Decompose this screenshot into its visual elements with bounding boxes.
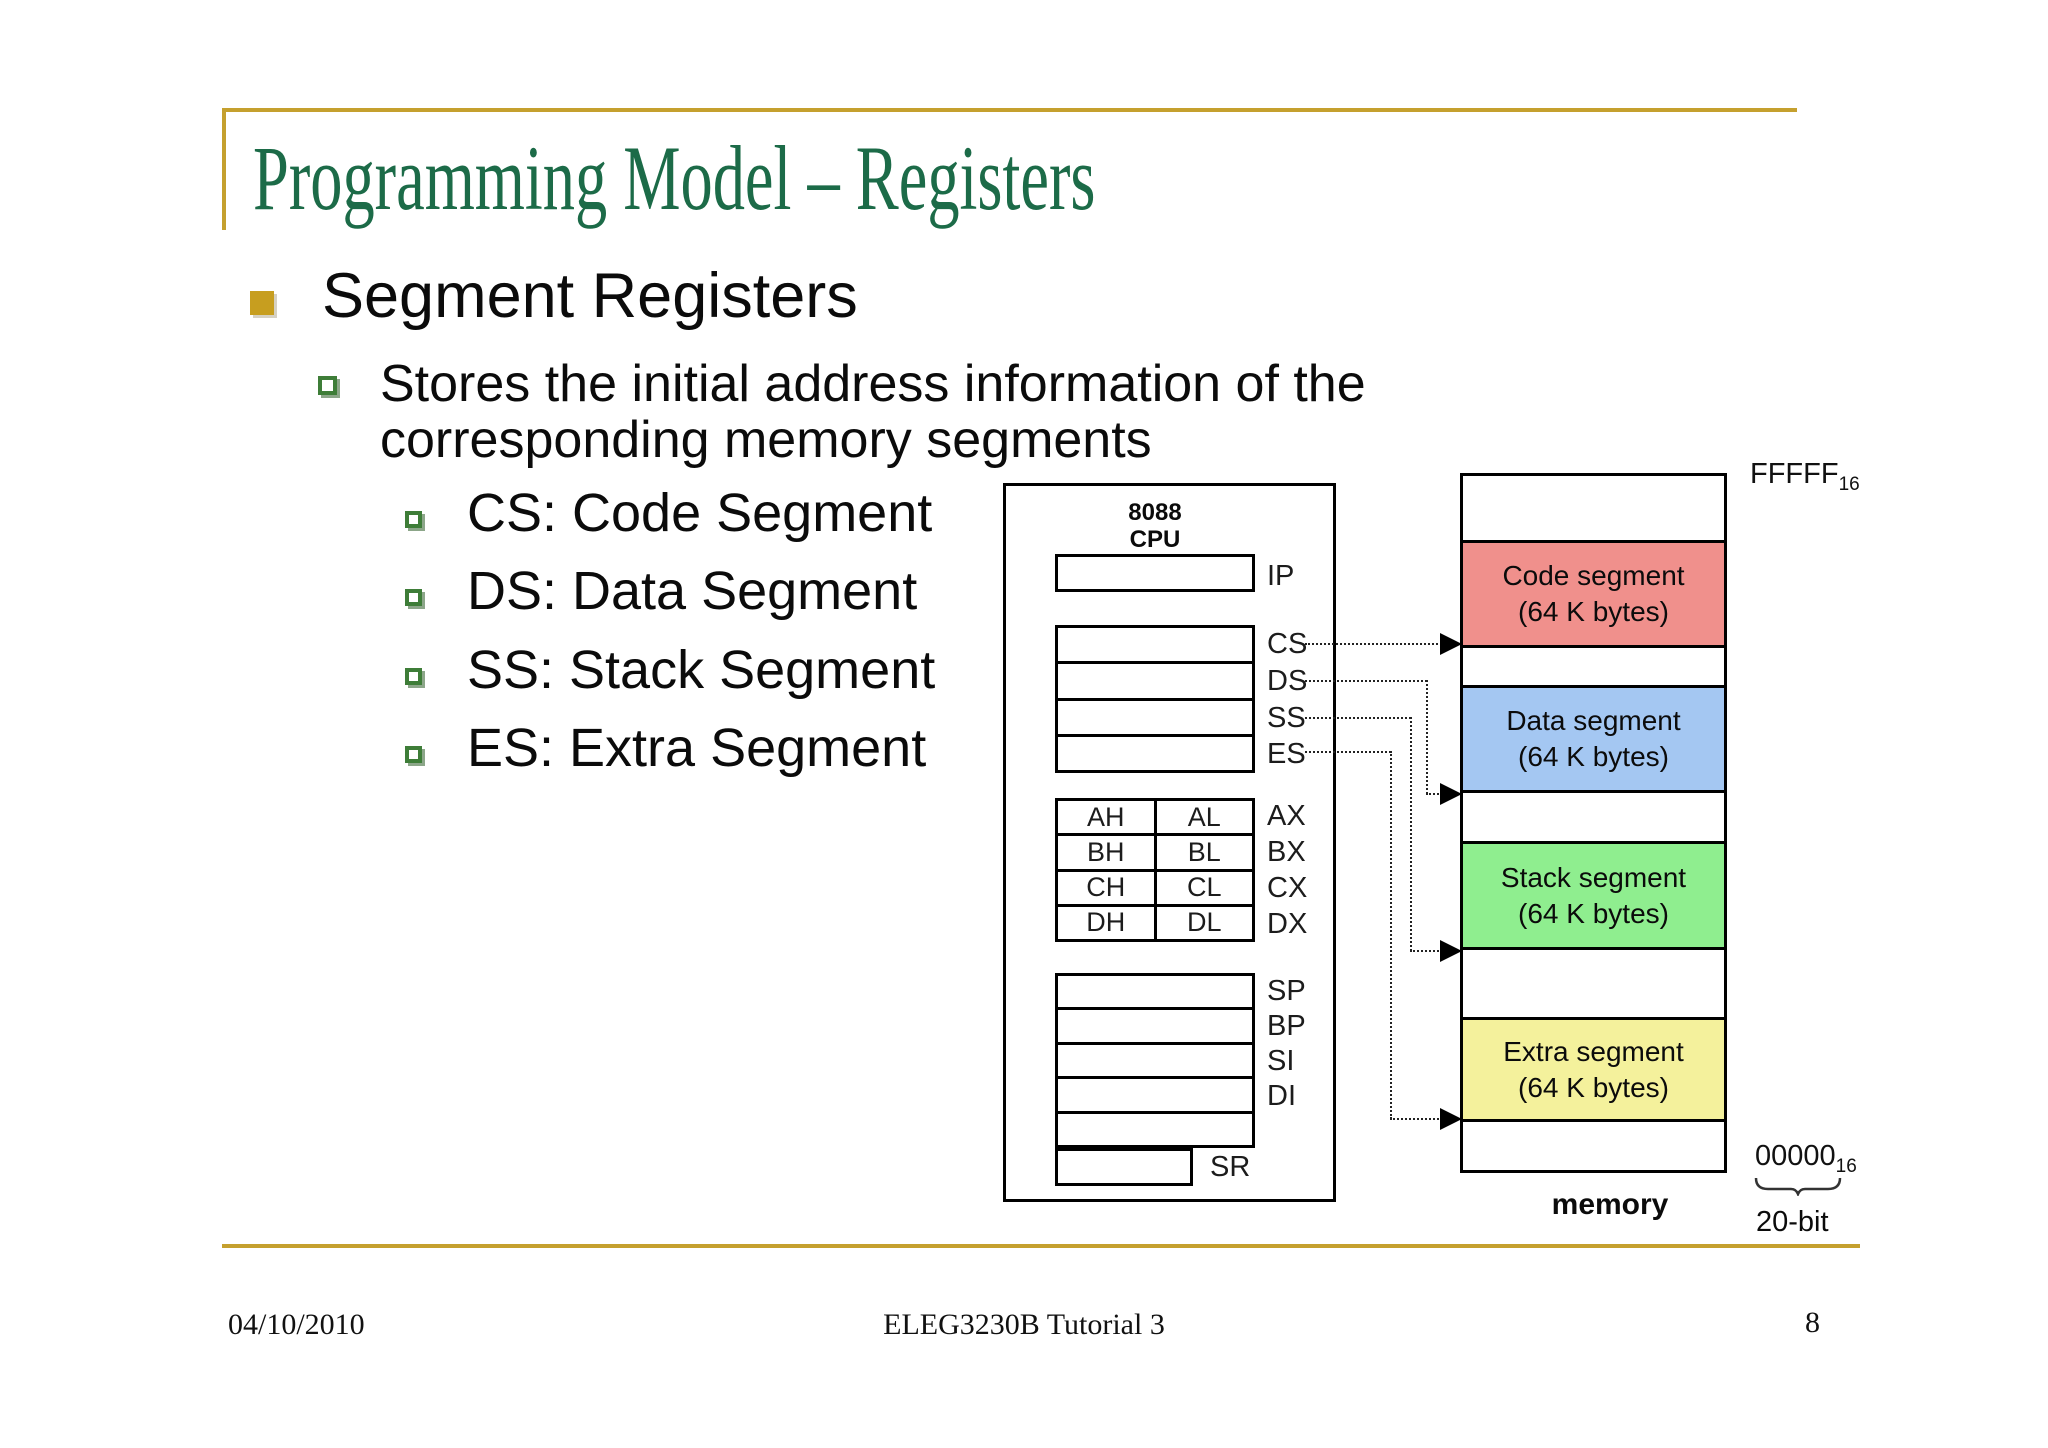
es-connector-line-end [1390, 1118, 1442, 1120]
ss-arrowhead-icon [1440, 940, 1462, 962]
es-connector-line [1305, 751, 1391, 753]
es-connector-line-vertical [1390, 751, 1392, 1119]
ds-arrowhead-icon [1440, 783, 1462, 805]
bx-label: BX [1267, 836, 1306, 868]
data-segment-name: Data segment [1506, 705, 1681, 736]
cs-arrowhead-icon [1440, 633, 1462, 655]
ds-connector-line-end [1426, 793, 1442, 795]
code-segment-size: (64 K bytes) [1518, 596, 1669, 627]
top-address-value: FFFFF [1750, 458, 1839, 490]
stack-segment-size: (64 K bytes) [1518, 897, 1669, 929]
data-segment-size: (64 K bytes) [1518, 741, 1669, 772]
al-cell: AL [1187, 801, 1221, 832]
bullet-square-green [405, 589, 422, 606]
cx-label: CX [1267, 872, 1308, 904]
footer-date: 04/10/2010 [228, 1308, 365, 1341]
sub-bullet-ss: SS: Stack Segment [467, 640, 936, 700]
ds-register-box [1058, 664, 1252, 701]
sr-register-box [1055, 1148, 1193, 1186]
code-segment-name: Code segment [1502, 560, 1685, 591]
bullet-square-green [318, 376, 337, 395]
extra-segment-name: Extra segment [1503, 1035, 1684, 1067]
cs-connector-line [1305, 643, 1442, 645]
cpu-title-line1: 8088 [1128, 499, 1182, 526]
bullet-square-green [405, 746, 422, 763]
bullet2-text: Stores the initial address information o… [380, 356, 1366, 468]
es-label: ES [1267, 738, 1306, 770]
bus-width-label: 20-bit [1756, 1206, 1829, 1238]
si-register-box [1058, 1045, 1252, 1080]
bullet-square-green [405, 511, 422, 528]
sp-label: SP [1267, 975, 1306, 1007]
ax-label: AX [1267, 800, 1306, 832]
stack-segment-name: Stack segment [1500, 861, 1687, 893]
si-label: SI [1267, 1045, 1295, 1077]
ss-connector-line [1305, 717, 1411, 719]
footer-title: ELEG3230B Tutorial 3 [883, 1308, 1165, 1341]
title-top-rule [222, 108, 1797, 112]
title-left-rule [222, 108, 226, 230]
cl-cell: CL [1186, 872, 1222, 903]
dh-cell: DH [1058, 906, 1157, 939]
bp-register-box [1058, 1010, 1252, 1045]
es-arrowhead-icon [1440, 1108, 1462, 1130]
top-address-label: FFFFF16 [1750, 460, 1860, 499]
bx-register-row: BH BL [1058, 836, 1252, 872]
ip-register-box [1055, 554, 1255, 592]
ss-register-box [1058, 701, 1252, 737]
unlabeled-register-box [1058, 1114, 1252, 1145]
bullet2-line1: Stores the initial address information o… [380, 355, 1366, 413]
sr-label: SR [1210, 1151, 1251, 1183]
di-register-box [1058, 1079, 1252, 1114]
top-address-base: 16 [1838, 473, 1860, 495]
cs-register-box [1058, 628, 1252, 665]
bullet-square-green [405, 668, 422, 685]
ah-cell: AH [1058, 801, 1157, 834]
ss-label: SS [1267, 702, 1306, 734]
bullet1-text: Segment Registers [322, 261, 858, 331]
code-segment-block: Code segment (64 K bytes) [1460, 540, 1727, 648]
data-segment-block: Data segment (64 K bytes) [1460, 685, 1727, 793]
segment-register-group [1055, 625, 1255, 773]
ds-label: DS [1267, 665, 1308, 697]
bottom-address-label: 0000016 [1755, 1142, 1857, 1181]
es-register-box [1058, 737, 1252, 770]
bottom-address-base: 16 [1835, 1155, 1857, 1177]
bottom-address-value: 00000 [1755, 1140, 1836, 1172]
di-label: DI [1267, 1080, 1296, 1112]
bullet-square-gold [250, 291, 274, 315]
ax-register-row: AH AL [1058, 801, 1252, 837]
stack-segment-block: Stack segment (64 K bytes) [1460, 841, 1727, 950]
ss-connector-line-vertical [1410, 717, 1412, 951]
bullet2-line2: corresponding memory segments [380, 411, 1152, 469]
ds-connector-line-vertical [1426, 680, 1428, 794]
bl-cell: BL [1187, 836, 1221, 867]
dx-label: DX [1267, 908, 1308, 940]
ds-connector-line [1305, 680, 1427, 682]
footer-rule [222, 1244, 1860, 1248]
ss-connector-line-end [1410, 950, 1442, 952]
underbrace-icon [1754, 1177, 1842, 1196]
sub-bullet-ds: DS: Data Segment [467, 561, 918, 621]
sub-bullet-es: ES: Extra Segment [467, 718, 927, 778]
dx-register-row: DH DL [1058, 906, 1252, 939]
slide-title: Programming Model – Registers [253, 127, 1096, 229]
cpu-title-line2: CPU [1129, 526, 1181, 553]
general-register-group: AH AL BH BL CH CL DH DL [1055, 798, 1255, 942]
cpu-title: 8088 CPU [1055, 499, 1255, 553]
extra-segment-block: Extra segment (64 K bytes) [1460, 1017, 1727, 1122]
extra-segment-size: (64 K bytes) [1518, 1071, 1669, 1103]
cs-label: CS [1267, 628, 1308, 660]
memory-label: memory [1551, 1188, 1669, 1221]
pointer-index-register-group [1055, 973, 1255, 1148]
footer-page-number: 8 [1805, 1306, 1820, 1339]
cx-register-row: CH CL [1058, 871, 1252, 907]
sp-register-box [1058, 976, 1252, 1011]
bp-label: BP [1267, 1010, 1306, 1042]
ch-cell: CH [1058, 871, 1157, 904]
bh-cell: BH [1058, 836, 1157, 869]
ip-label: IP [1267, 560, 1295, 592]
sub-bullet-cs: CS: Code Segment [467, 483, 933, 543]
dl-cell: DL [1186, 907, 1222, 938]
